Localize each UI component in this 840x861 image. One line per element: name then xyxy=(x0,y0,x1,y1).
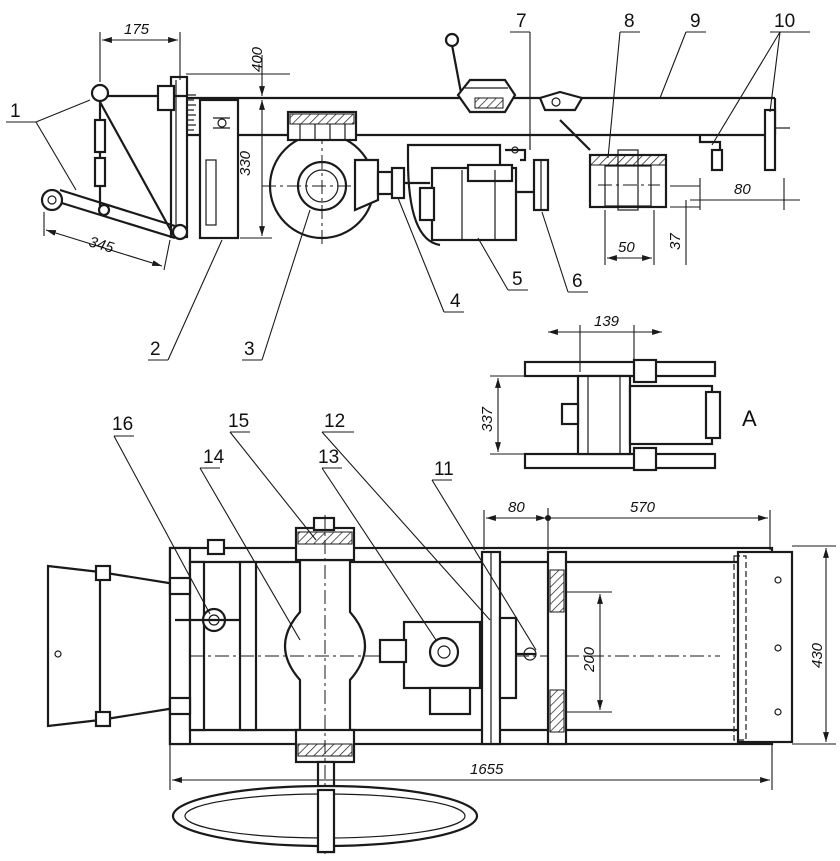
callout-10-text: 10 xyxy=(774,11,795,32)
dim-80-bottom-text: 80 xyxy=(508,499,525,516)
pulley-11 xyxy=(546,550,568,746)
callout-6: 6 xyxy=(541,211,588,293)
front-post xyxy=(169,75,189,241)
callout-1: 1 xyxy=(6,99,91,191)
dim-570: 570 xyxy=(550,499,771,550)
callout-15-text: 15 xyxy=(228,411,249,432)
callout-7: 7 xyxy=(510,11,531,135)
callout-13-text: 13 xyxy=(318,447,339,468)
plan-view: 80 570 200 430 1655 11 xyxy=(46,411,836,855)
dim-337: 337 xyxy=(479,375,525,455)
dim-50: 50 xyxy=(604,210,655,265)
post-scale xyxy=(188,94,196,131)
dim-50-text: 50 xyxy=(618,239,635,256)
dim-139: 139 xyxy=(548,313,662,372)
bracket-7 xyxy=(505,135,531,162)
hitch-linkage xyxy=(40,83,186,240)
dim-430: 430 xyxy=(792,545,836,745)
wheel-3 xyxy=(262,110,382,244)
callout-15: 15 xyxy=(228,411,317,541)
callout-8: 8 xyxy=(607,11,640,159)
view-a: 139 337 A xyxy=(479,313,757,472)
callout-11-text: 11 xyxy=(434,459,454,480)
callout-11: 11 xyxy=(431,459,537,651)
callout-5: 5 xyxy=(477,237,528,291)
control-levers xyxy=(444,32,591,151)
callout-9: 9 xyxy=(659,11,706,99)
callout-16-text: 16 xyxy=(112,414,133,435)
dim-330-text: 330 xyxy=(237,150,254,176)
pulley-12 xyxy=(480,550,537,746)
callout-1-text: 1 xyxy=(10,101,21,122)
rear-element-10 xyxy=(698,108,790,172)
dim-175-text: 175 xyxy=(124,21,150,38)
callout-2-text: 2 xyxy=(150,339,161,360)
dim-175: 175 xyxy=(99,21,181,82)
dim-200-text: 200 xyxy=(581,646,598,673)
gearbox-13 xyxy=(378,620,536,716)
hitch-plate xyxy=(46,564,192,728)
callout-5-text: 5 xyxy=(512,269,523,290)
turnbuckle-16 xyxy=(175,538,240,633)
callout-3: 3 xyxy=(242,209,311,361)
dim-345-text: 345 xyxy=(87,234,116,257)
callout-12: 12 xyxy=(321,411,491,621)
dim-80-top: 80 xyxy=(690,178,800,210)
dim-430-text: 430 xyxy=(809,642,826,668)
dim-80-top-text: 80 xyxy=(734,181,751,198)
bearing-block-8 xyxy=(588,149,668,211)
dim-400: 400 xyxy=(186,46,290,96)
callout-3-text: 3 xyxy=(244,339,255,360)
dim-570-text: 570 xyxy=(630,499,656,516)
callout-16: 16 xyxy=(112,414,211,615)
dim-345: 345 xyxy=(43,212,171,271)
dim-400-text: 400 xyxy=(249,46,266,72)
callout-9-text: 9 xyxy=(690,11,701,32)
callout-12-text: 12 xyxy=(324,411,345,432)
view-a-label: A xyxy=(742,406,757,431)
bracket-2 xyxy=(198,98,240,240)
callout-4-text: 4 xyxy=(450,291,461,312)
side-view: 175 400 330 345 80 50 xyxy=(6,11,810,361)
callout-2: 2 xyxy=(148,239,223,361)
dim-37: 37 xyxy=(667,185,700,265)
callout-13: 13 xyxy=(318,447,437,641)
callout-4: 4 xyxy=(397,197,464,313)
callout-6-text: 6 xyxy=(572,271,583,292)
dim-1655-text: 1655 xyxy=(470,761,504,778)
dim-37-text: 37 xyxy=(667,233,684,250)
callout-14: 14 xyxy=(199,447,301,641)
callout-10: 10 xyxy=(711,11,810,146)
dim-1655: 1655 xyxy=(169,744,773,790)
pulley-6 xyxy=(516,158,550,212)
dim-330: 330 xyxy=(237,100,272,239)
callout-14-text: 14 xyxy=(203,447,225,468)
dim-80-bottom: 80 xyxy=(483,499,551,550)
motor-5 xyxy=(406,143,518,247)
plan-wheel xyxy=(171,784,479,854)
dim-139-text: 139 xyxy=(594,313,620,330)
callout-8-text: 8 xyxy=(624,11,635,32)
dim-337-text: 337 xyxy=(479,406,496,432)
dim-200: 200 xyxy=(566,591,612,713)
axle-assembly xyxy=(190,515,720,855)
frame-plan xyxy=(168,546,794,746)
callout-7-text: 7 xyxy=(516,11,527,32)
